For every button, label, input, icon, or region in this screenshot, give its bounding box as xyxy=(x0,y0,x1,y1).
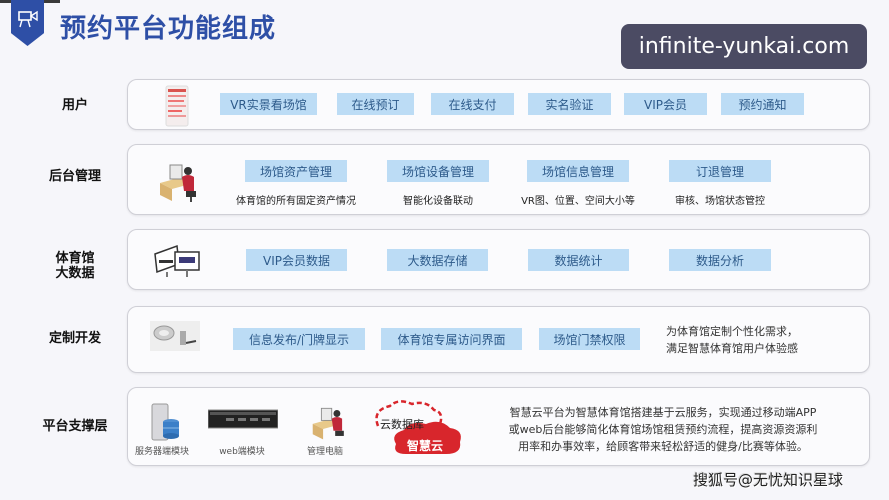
monitors-icon xyxy=(154,244,200,277)
row-label-platform: 平台支撑层 xyxy=(42,419,108,434)
chip-access-control[interactable]: 场馆门禁权限 xyxy=(539,328,640,350)
chip-info-publish[interactable]: 信息发布/门牌显示 xyxy=(233,328,365,350)
row-label-bigdata-line1: 体育馆 xyxy=(55,251,95,266)
chip-venue-device-mgmt[interactable]: 场馆设备管理 xyxy=(387,160,489,182)
module-label-server: 服务器端模块 xyxy=(134,447,189,457)
chip-data-analysis[interactable]: 数据分析 xyxy=(669,249,771,271)
platform-description-line1: 智慧云平台为智慧体育馆搭建基于云服务，实现通过移动端APP xyxy=(509,406,817,419)
panel-platform xyxy=(127,387,870,466)
caption-device: 智能化设备联动 xyxy=(403,196,473,207)
cloud-icon xyxy=(375,400,461,454)
row-label-user: 用户 xyxy=(61,98,88,113)
chip-refund-mgmt[interactable]: 订退管理 xyxy=(669,160,771,182)
cloud-db-label: 云数据库 xyxy=(380,418,424,431)
office-worker-icon xyxy=(160,164,196,202)
footer-source-text: 搜狐号@无忧知识星球 xyxy=(693,471,844,489)
devices-icon xyxy=(150,321,200,351)
row-label-bigdata-line2: 大数据 xyxy=(55,266,95,281)
caption-asset: 体育馆的所有固定资产情况 xyxy=(236,196,356,207)
chip-online-booking[interactable]: 在线预订 xyxy=(337,93,414,115)
chip-bigdata-storage[interactable]: 大数据存储 xyxy=(387,249,488,271)
row-label-bigdata: 体育馆 大数据 xyxy=(30,251,120,281)
chip-exclusive-interface[interactable]: 体育馆专属访问界面 xyxy=(381,328,522,350)
office-worker-icon xyxy=(312,407,344,440)
smart-cloud-label: 智慧云 xyxy=(407,439,444,453)
platform-description-line2: 或web后台能够简化体育馆场馆租赁预约流程，提高资源资源利 xyxy=(508,423,818,436)
watermark-badge: infinite-yunkai.com xyxy=(621,24,867,69)
row-label-custom: 定制开发 xyxy=(48,331,101,346)
mobile-phone-icon xyxy=(165,85,189,127)
caption-info: VR图、位置、空间大小等 xyxy=(521,196,635,207)
chip-identity-verification[interactable]: 实名验证 xyxy=(528,93,611,115)
custom-description: 为体育馆定制个性化需求， 满足智慧体育馆用户体验感 xyxy=(666,323,798,357)
module-label-web: web端模块 xyxy=(219,447,265,457)
caption-refund: 审核、场馆状态管控 xyxy=(675,196,765,207)
chip-data-statistics[interactable]: 数据统计 xyxy=(528,249,629,271)
row-label-backend: 后台管理 xyxy=(48,169,101,184)
rack-server-icon xyxy=(208,409,278,429)
platform-description-line3: 用率和办事效率，给顾客带来轻松舒适的健身/比赛等体验。 xyxy=(518,440,808,453)
custom-description-line2: 满足智慧体育馆用户体验感 xyxy=(666,342,798,355)
page-title: 预约平台功能组成 xyxy=(60,14,277,44)
chip-vr-venue[interactable]: VR实景看场馆 xyxy=(220,93,317,115)
chip-venue-asset-mgmt[interactable]: 场馆资产管理 xyxy=(245,160,347,182)
header-badge xyxy=(11,0,44,46)
server-database-icon xyxy=(151,403,179,441)
chip-vip-data[interactable]: VIP会员数据 xyxy=(246,249,347,271)
video-camera-icon xyxy=(17,10,38,28)
module-label-admin-pc: 管理电脑 xyxy=(306,447,343,457)
chip-venue-info-mgmt[interactable]: 场馆信息管理 xyxy=(527,160,629,182)
chip-online-payment[interactable]: 在线支付 xyxy=(431,93,514,115)
chip-vip-member[interactable]: VIP会员 xyxy=(624,93,707,115)
chip-booking-notice[interactable]: 预约通知 xyxy=(721,93,804,115)
custom-description-line1: 为体育馆定制个性化需求， xyxy=(666,325,798,338)
platform-description: 智慧云平台为智慧体育馆搭建基于云服务，实现通过移动端APP 或web后台能够简化… xyxy=(478,404,848,455)
